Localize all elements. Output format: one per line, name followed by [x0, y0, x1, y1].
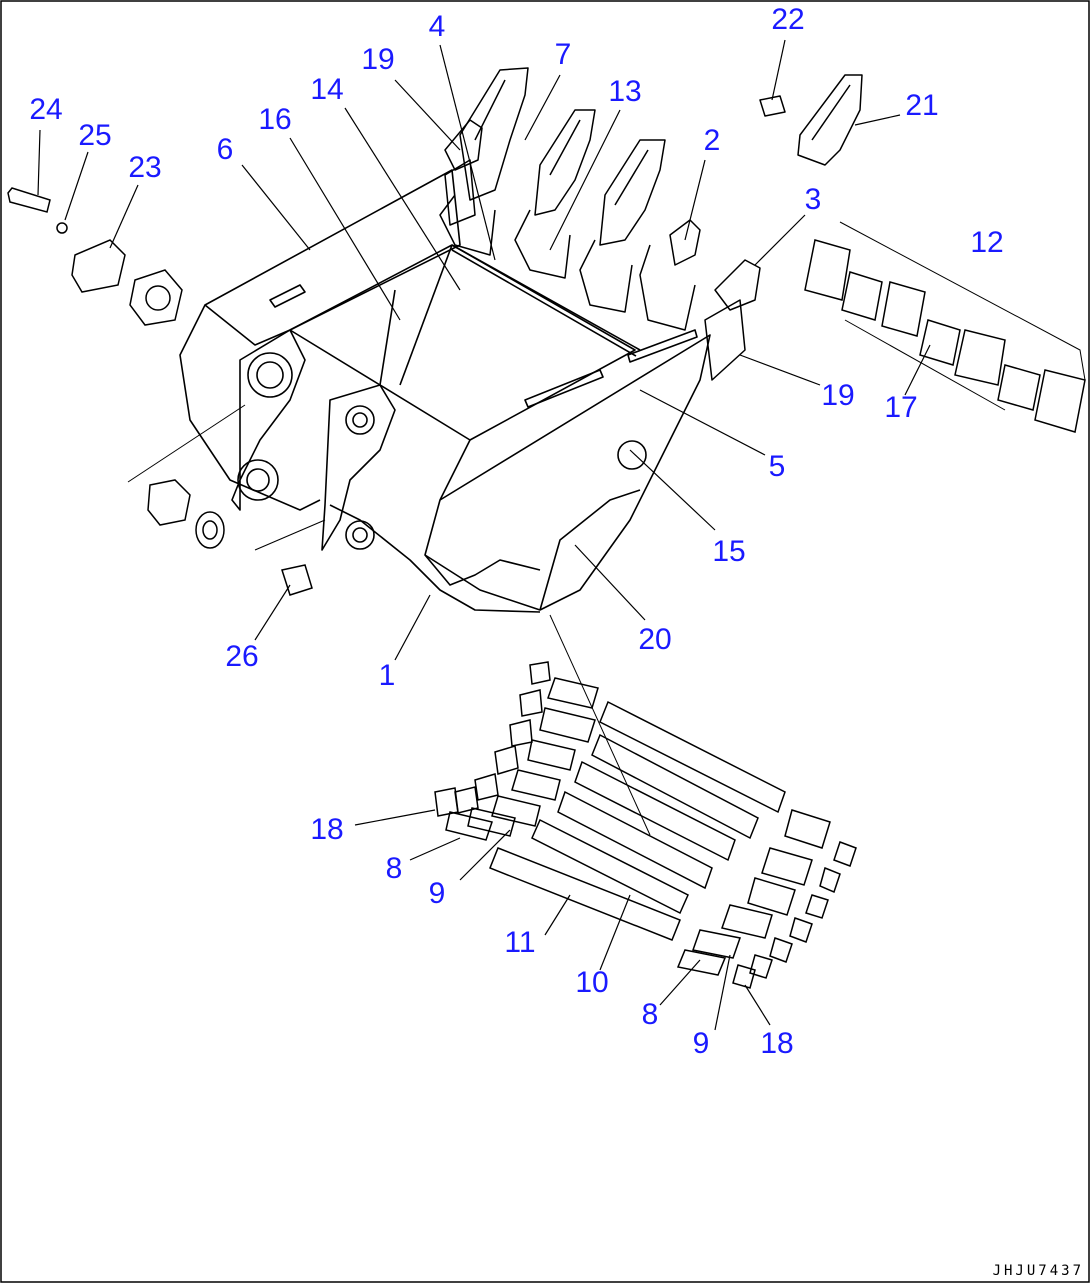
- tooth-2: [514, 109, 596, 279]
- bottom-wear-plates: [434, 614, 857, 989]
- callout-1: 1: [378, 659, 396, 692]
- callout-9-left: 9: [428, 877, 446, 910]
- callout-18-right: 18: [760, 1027, 794, 1060]
- leader-lines: [37, 39, 931, 1031]
- callout-11: 11: [504, 926, 536, 959]
- back-plate: [289, 244, 636, 441]
- callout-20: 20: [638, 623, 672, 656]
- callout-24: 24: [29, 93, 63, 126]
- cover-23: [71, 239, 126, 293]
- callout-9-right: 9: [692, 1027, 710, 1060]
- tooth-3: [579, 139, 666, 313]
- callout-3: 3: [804, 183, 822, 216]
- bushing-left: [147, 479, 191, 526]
- callout-8-left: 8: [385, 852, 403, 885]
- wear-plates-upper: [804, 221, 1086, 433]
- callout-25: 25: [78, 119, 112, 152]
- corner-adapter-4: [444, 119, 483, 226]
- callout-23: 23: [128, 151, 162, 184]
- teeth-row: [439, 67, 863, 381]
- corner-adapter-3: [704, 259, 761, 381]
- callout-13: 13: [608, 75, 642, 108]
- boss-bracket-right: [321, 384, 396, 551]
- ring-25: [56, 222, 68, 234]
- callout-4: 4: [428, 10, 446, 43]
- left-side-plate: [204, 169, 461, 346]
- callout-10: 10: [575, 966, 609, 999]
- tooth-adapter-2: [639, 219, 701, 331]
- tooth-21: [797, 74, 863, 166]
- pin-parts: [7, 187, 326, 596]
- callout-15: 15: [712, 535, 746, 568]
- bushing-26: [281, 564, 313, 596]
- callout-26: 26: [225, 640, 259, 673]
- callout-6: 6: [216, 133, 234, 166]
- callout-2: 2: [703, 124, 721, 157]
- pin-22: [759, 95, 786, 117]
- callout-5: 5: [768, 450, 786, 483]
- callout-17: 17: [884, 391, 918, 424]
- callout-12: 12: [970, 226, 1004, 259]
- pin-24: [7, 187, 51, 213]
- drawing-code: JHJU7437: [992, 1263, 1084, 1279]
- callout-8-right: 8: [641, 998, 659, 1031]
- right-side-plate: [424, 334, 711, 611]
- callout-19-top: 19: [361, 43, 395, 76]
- callout-22: 22: [771, 3, 805, 36]
- bucket-body: [179, 169, 711, 613]
- callout-7: 7: [554, 38, 572, 71]
- callout-21: 21: [905, 89, 939, 122]
- boss-bracket-left: [231, 329, 306, 511]
- callout-18-left: 18: [310, 813, 344, 846]
- callout-14: 14: [310, 73, 344, 106]
- callout-16: 16: [258, 103, 292, 136]
- callout-19-right: 19: [821, 379, 855, 412]
